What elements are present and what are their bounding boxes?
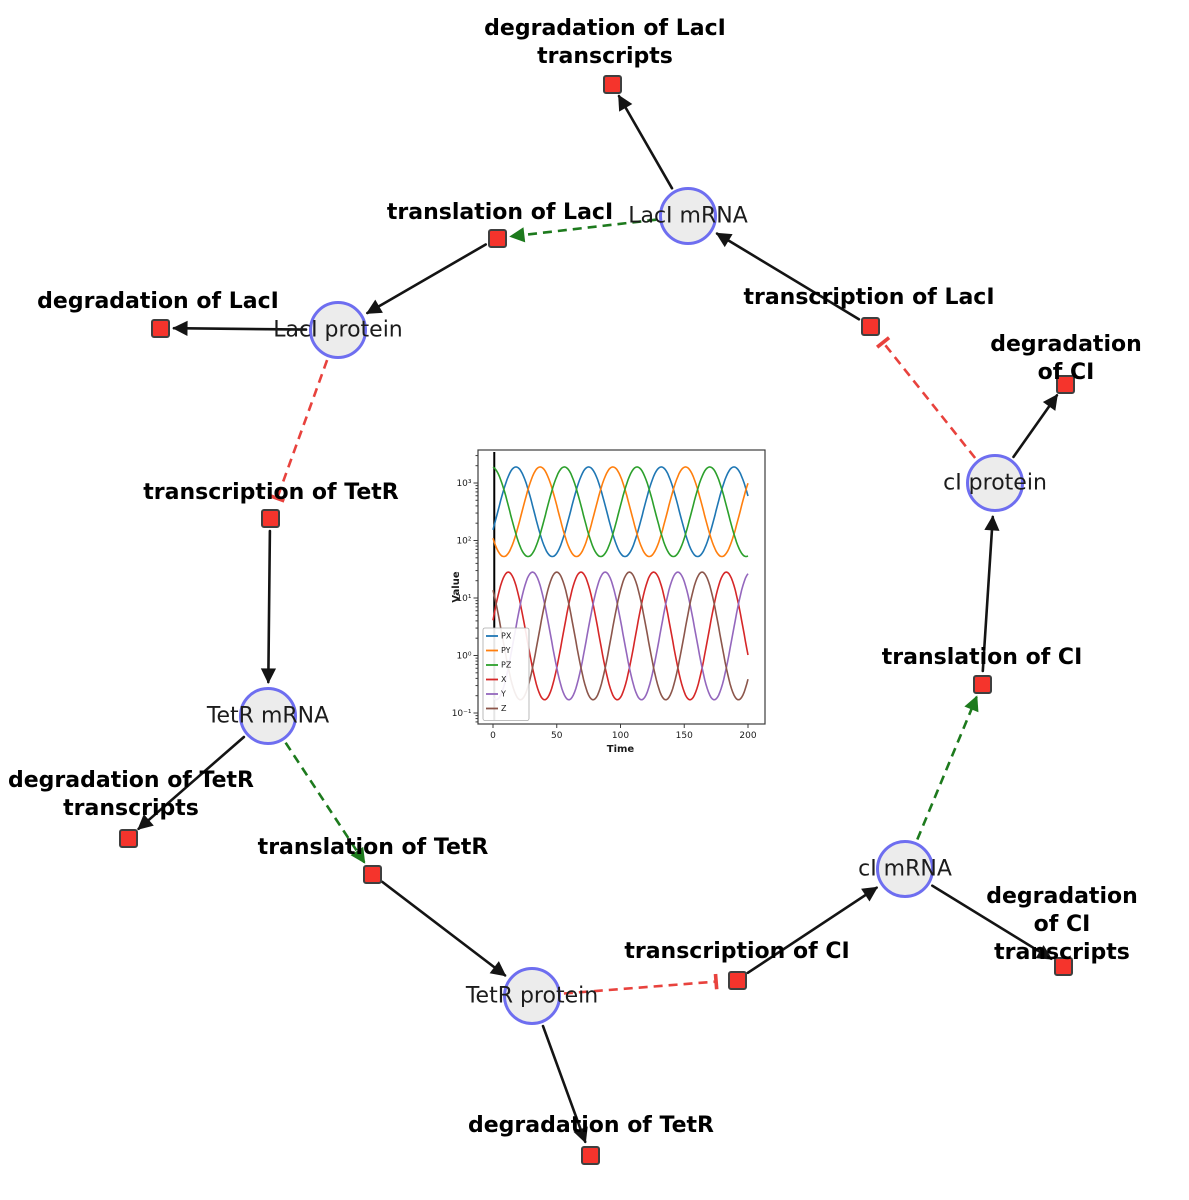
series-Y [492, 571, 749, 701]
x-tick-label: 0 [490, 731, 496, 741]
reaction-label-tx_ci: transcription of CI [624, 939, 850, 964]
species-node-ci_mrna [876, 840, 934, 898]
y-tick-label: 10¹ [456, 594, 471, 604]
reaction-node-deg_laci_tx [602, 74, 622, 94]
x-tick-label: 100 [612, 731, 629, 741]
reaction-node-deg_tetr [580, 1145, 600, 1165]
edge-modifier-tetr_mrna-transl_tetr [284, 741, 366, 864]
species-label-laci_protein: LacI protein [273, 317, 403, 343]
edge-inhibition-ci_protein-tx_laci [875, 336, 977, 459]
series-PY [492, 466, 749, 558]
edge-production-tx_ci-ci_mrna [746, 886, 879, 975]
species-label-laci_mrna: LacI mRNA [628, 203, 748, 229]
reaction-label-deg_laci: degradation of LacI [37, 289, 279, 314]
species-label-tetr_protein: TetR protein [465, 983, 599, 1009]
reaction-label-deg_ci: degradation of CI [990, 332, 1142, 385]
edge-consumption-tetr_mrna-deg_tetr_tx [137, 735, 246, 831]
reaction-node-deg_laci [150, 318, 170, 338]
x-axis-label: Time [607, 744, 635, 755]
edge-production-transl_laci-laci_protein [365, 243, 488, 315]
series-Z [492, 571, 749, 701]
species-node-ci_protein [966, 454, 1024, 512]
edge-modifier-laci_mrna-transl_laci [509, 218, 657, 243]
edge-consumption-ci_mrna-deg_ci_tx [930, 884, 1053, 961]
species-label-tetr_mrna: TetR mRNA [206, 703, 330, 729]
reaction-label-deg_laci_tx: degradation of LacI transcripts [484, 16, 726, 69]
reaction-label-deg_tetr: degradation of TetR [467, 1113, 715, 1138]
series-X [492, 571, 749, 701]
legend-label-PX: PX [501, 632, 512, 641]
reaction-label-transl_laci: translation of LacI [386, 200, 614, 225]
reaction-node-transl_ci [972, 674, 992, 694]
species-node-tetr_mrna [239, 687, 297, 745]
series-PZ [492, 466, 749, 558]
reaction-label-deg_tetr_tx: degradation of TetR transcripts [7, 768, 255, 821]
reaction-node-tx_ci [727, 970, 747, 990]
reaction-node-deg_tetr_tx [118, 828, 138, 848]
reaction-label-transl_tetr: translation of TetR [257, 835, 489, 860]
reaction-node-deg_ci_tx [1053, 956, 1073, 976]
reaction-label-tx_laci: transcription of LacI [743, 285, 995, 310]
y-axis-label: Value [451, 571, 462, 602]
reaction-label-transl_ci: translation of CI [881, 645, 1083, 670]
edge-production-tx_tetr-tetr_mrna [260, 529, 277, 684]
x-tick-label: 50 [551, 731, 563, 741]
edge-production-tx_laci-laci_mrna [715, 232, 861, 321]
reaction-node-deg_ci [1055, 374, 1075, 394]
edge-modifier-ci_mrna-transl_ci [916, 695, 979, 840]
reaction-node-tx_tetr [260, 508, 280, 528]
legend-label-PY: PY [501, 646, 511, 655]
species-node-tetr_protein [503, 967, 561, 1025]
species-label-ci_protein: cI protein [943, 470, 1047, 496]
x-tick-label: 200 [739, 731, 756, 741]
reaction-node-transl_tetr [362, 864, 382, 884]
edge-consumption-ci_protein-deg_ci [1012, 394, 1059, 459]
legend-label-PZ: PZ [501, 661, 512, 670]
legend-label-X: X [501, 675, 507, 684]
y-tick-label: 10⁻¹ [452, 709, 472, 719]
edge-consumption-tetr_protein-deg_tetr [541, 1024, 588, 1144]
y-tick-label: 10⁰ [456, 651, 471, 661]
edge-production-transl_tetr-tetr_protein [380, 880, 507, 977]
reaction-label-tx_tetr: transcription of TetR [143, 480, 399, 505]
edge-inhibition-laci_protein-tx_tetr [269, 359, 329, 503]
edge-inhibition-tetr_protein-tx_ci [563, 973, 719, 995]
reaction-label-deg_ci_tx: degradation of CI transcripts [986, 884, 1138, 965]
edge-consumption-laci_mrna-deg_laci_tx [617, 94, 674, 190]
reaction-node-tx_laci [860, 316, 880, 336]
edge-consumption-laci_protein-deg_laci [172, 320, 308, 336]
species-node-laci_protein [309, 301, 367, 359]
legend-label-Z: Z [501, 704, 507, 713]
legend-label-Y: Y [500, 690, 506, 699]
y-tick-label: 10² [456, 536, 471, 546]
y-tick-label: 10³ [456, 479, 471, 489]
series-PX [492, 466, 749, 558]
species-node-laci_mrna [659, 187, 717, 245]
reaction-node-transl_laci [487, 228, 507, 248]
x-tick-label: 150 [676, 731, 693, 741]
species-label-ci_mrna: cI mRNA [858, 856, 952, 882]
edge-production-transl_ci-ci_protein [981, 515, 1000, 673]
